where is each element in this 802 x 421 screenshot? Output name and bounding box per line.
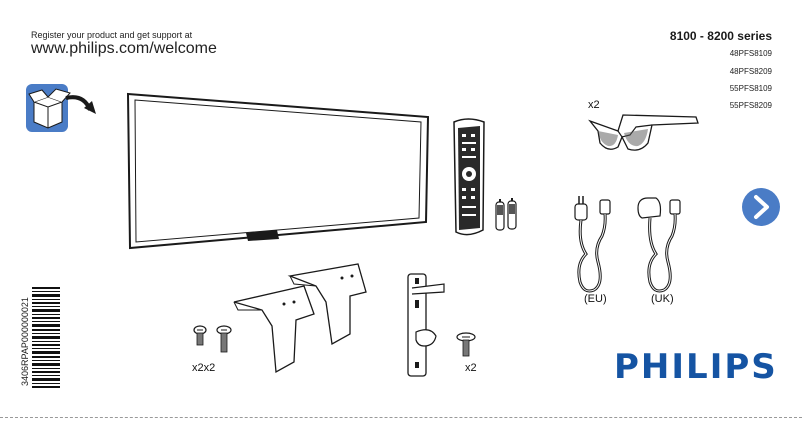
batteries-illustration bbox=[495, 198, 517, 231]
tv-illustration bbox=[126, 92, 430, 250]
power-cord-eu-label: (EU) bbox=[584, 293, 607, 305]
brand-logo: PHILIPS bbox=[614, 347, 778, 387]
barcode-number: 3406RPAP000000021 bbox=[20, 297, 30, 386]
series-title: 8100 - 8200 series bbox=[669, 29, 772, 43]
model-number: 55PFS8209 bbox=[729, 101, 772, 110]
open-box-icon bbox=[26, 84, 96, 132]
3d-glasses-illustration bbox=[588, 114, 699, 151]
stand-screws-illustration bbox=[193, 325, 232, 353]
power-cord-uk-label: (UK) bbox=[651, 293, 674, 305]
remote-control-illustration bbox=[453, 118, 485, 236]
power-cord-eu-illustration bbox=[574, 196, 611, 293]
model-number: 48PFS8209 bbox=[729, 67, 772, 76]
wall-screw-illustration bbox=[456, 332, 476, 357]
stand-screws-quantity: x2x2 bbox=[192, 362, 216, 374]
power-cord-uk-illustration bbox=[637, 197, 681, 293]
next-arrow-icon[interactable] bbox=[741, 187, 781, 227]
wall-screw-quantity: x2 bbox=[465, 362, 477, 374]
model-number: 48PFS8109 bbox=[729, 49, 772, 58]
stand-feet-illustration bbox=[233, 263, 367, 374]
register-text: Register your product and get support at bbox=[31, 30, 193, 40]
barcode bbox=[32, 286, 60, 390]
page-divider bbox=[0, 417, 802, 418]
model-number: 55PFS8109 bbox=[729, 84, 772, 93]
wall-bracket-illustration bbox=[407, 273, 445, 377]
glasses-quantity: x2 bbox=[588, 99, 600, 111]
support-url[interactable]: www.philips.com/welcome bbox=[31, 40, 217, 57]
